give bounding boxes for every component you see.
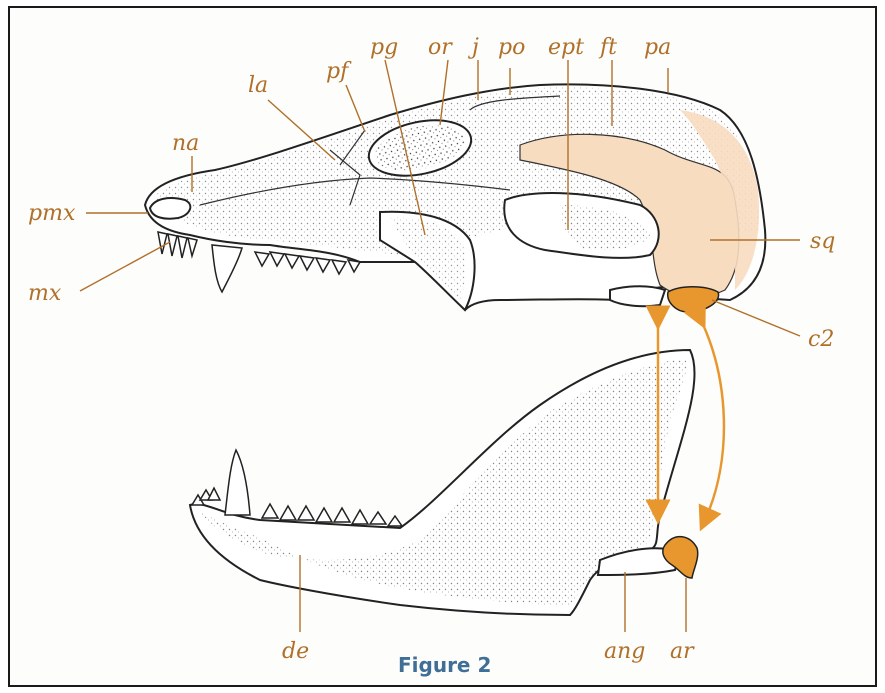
figure-caption: Figure 2	[398, 653, 491, 677]
label-mx: mx	[28, 281, 62, 306]
label-pf: pf	[326, 59, 352, 84]
label-or: or	[428, 35, 453, 60]
label-ar: ar	[670, 639, 695, 664]
label-pa: pa	[644, 35, 671, 60]
label-sq: sq	[810, 229, 835, 254]
c2-condyle	[668, 287, 719, 312]
label-j: j	[467, 35, 479, 60]
naris	[150, 198, 190, 219]
label-la: la	[248, 73, 268, 98]
label-na: na	[172, 131, 199, 156]
label-po: po	[498, 35, 525, 60]
curved-arrow	[700, 318, 724, 520]
cranium	[145, 84, 765, 312]
quadrate	[610, 286, 665, 306]
label-de: de	[282, 639, 309, 664]
lower-canine	[225, 450, 250, 515]
label-ft: ft	[598, 35, 617, 60]
mandible	[190, 350, 698, 615]
upper-canine	[212, 245, 242, 292]
label-ang: ang	[604, 639, 645, 664]
label-ept: ept	[548, 35, 584, 60]
label-c2: c2	[808, 327, 834, 352]
label-pg: pg	[370, 35, 398, 60]
label-pmx: pmx	[28, 201, 76, 226]
